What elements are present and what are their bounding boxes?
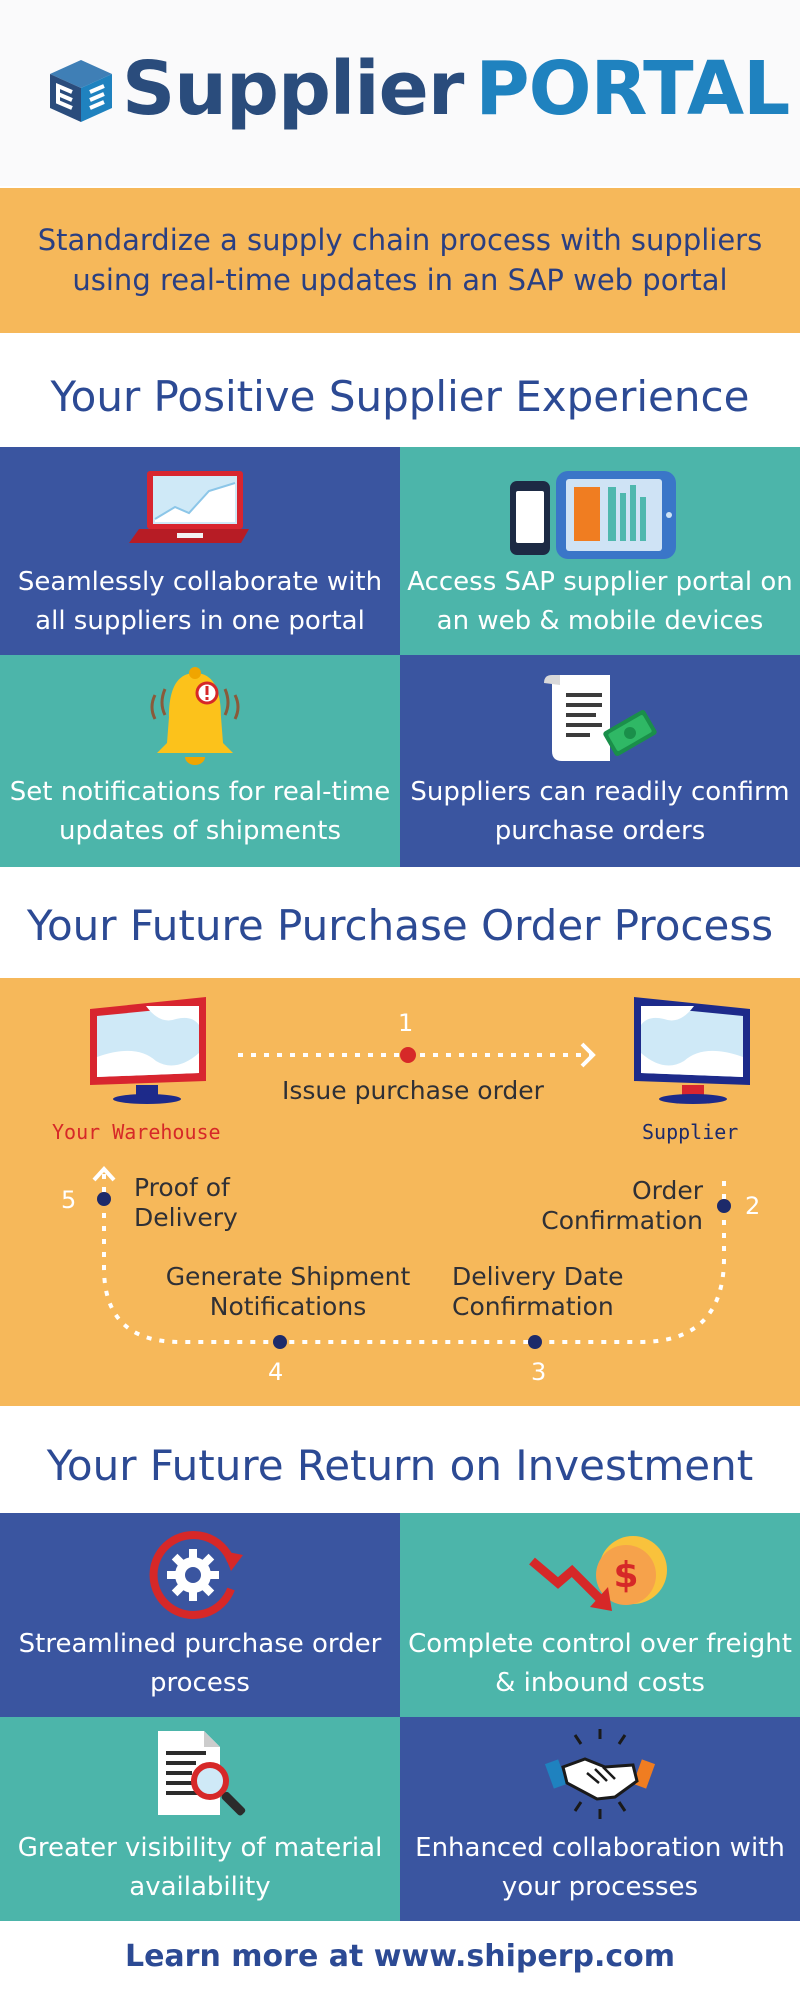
logo-word-supplier: Supplier	[122, 46, 464, 132]
tagline-band	[0, 188, 800, 333]
process-flow-lines	[92, 1042, 731, 1349]
step-2-number: 2	[745, 1192, 761, 1220]
invoice-money-icon	[544, 675, 657, 761]
roi-title: Your Future Return on Investment	[46, 1441, 754, 1490]
document-search-icon	[158, 1731, 246, 1816]
supplier-monitor-icon	[634, 997, 750, 1104]
step-4-label: Generate Shipment Notifications	[165, 1262, 411, 1321]
roi-text-4: Enhanced collaboration with your process…	[415, 1833, 785, 1902]
svg-text:$: $	[613, 1555, 638, 1596]
step-2-label: Order Confirmation	[541, 1176, 703, 1235]
roi-text-3: Greater visibility of material availabil…	[17, 1833, 383, 1902]
step-3-label: Delivery Date Confirmation	[452, 1262, 624, 1321]
warehouse-monitor-icon	[90, 997, 206, 1104]
tagline: Standardize a supply chain process with …	[37, 223, 763, 297]
experience-text-4: Suppliers can readily confirm purchase o…	[410, 777, 790, 846]
laptop-chart-icon	[129, 471, 249, 543]
step-1-dot	[400, 1047, 416, 1063]
step-1-label: Issue purchase order	[282, 1076, 544, 1105]
process-title: Your Future Purchase Order Process	[26, 901, 774, 950]
step-3-number: 3	[531, 1358, 547, 1386]
experience-tile-confirm-po: Suppliers can readily confirm purchase o…	[400, 655, 800, 867]
supplier-label: Supplier	[642, 1120, 739, 1144]
experience-tile-devices: Access SAP supplier portal on an web & m…	[400, 447, 800, 655]
cost-decline-icon: $	[529, 1536, 667, 1611]
experience-title: Your Positive Supplier Experience	[50, 372, 750, 421]
roi-tile-visibility: Greater visibility of material availabil…	[0, 1717, 400, 1921]
footer-link[interactable]: Learn more at www.shiperp.com	[124, 1939, 676, 1974]
warehouse-label: Your Warehouse	[52, 1120, 221, 1144]
step-4-dot	[273, 1335, 287, 1349]
experience-text-3: Set notifications for real-time updates …	[9, 777, 391, 846]
gear-cycle-icon	[149, 1531, 243, 1619]
experience-text-2: Access SAP supplier portal on an web & m…	[407, 567, 793, 636]
experience-text-1: Seamlessly collaborate with all supplier…	[17, 567, 383, 636]
logo-cube-icon	[50, 60, 112, 122]
step-2-dot	[717, 1199, 731, 1213]
mobile-tablet-icon	[510, 471, 676, 559]
roi-text-1: Streamlined purchase order process	[18, 1629, 382, 1698]
roi-text-2: Complete control over freight & inbound …	[408, 1629, 792, 1698]
roi-tile-costs: $ Complete control over freight & inboun…	[400, 1513, 800, 1717]
logo-word-portal: PORTAL	[475, 46, 790, 132]
roi-tile-streamlined: Streamlined purchase order process	[0, 1513, 400, 1717]
step-4-number: 4	[268, 1358, 284, 1386]
step-5-label: Proof of Delivery	[134, 1173, 238, 1232]
alert-bell-icon	[150, 667, 240, 765]
experience-tile-notifications: Set notifications for real-time updates …	[0, 655, 400, 867]
step-3-dot	[528, 1335, 542, 1349]
experience-tile-collaborate: Seamlessly collaborate with all supplier…	[0, 447, 400, 655]
step-1-number: 1	[398, 1009, 414, 1037]
handshake-icon	[545, 1729, 655, 1819]
step-5-dot	[97, 1192, 111, 1206]
header	[0, 0, 800, 186]
step-5-number: 5	[61, 1186, 77, 1214]
roi-tile-collaboration: Enhanced collaboration with your process…	[400, 1717, 800, 1921]
